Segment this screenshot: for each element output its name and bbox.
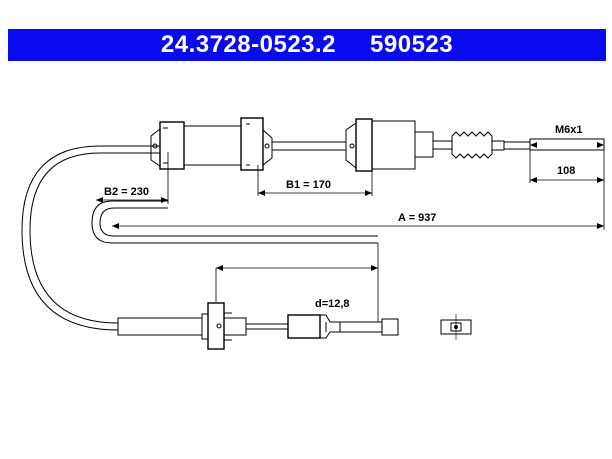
label-b2: B2 = 230 [104, 186, 149, 198]
cable-sheath-inner [29, 152, 160, 324]
dim-d [215, 243, 379, 322]
dim-b1 [257, 165, 373, 196]
inner-wire-loop-2 [99, 207, 378, 237]
label-b1: B1 = 170 [286, 179, 331, 191]
label-thread-length: 108 [557, 165, 575, 177]
lower-fitting [117, 302, 288, 350]
inner-wire-loop [91, 200, 378, 244]
arrowheads [96, 142, 604, 271]
label-d: d=12,8 [315, 298, 350, 310]
dim-108 [529, 150, 605, 183]
dim-b2 [96, 152, 169, 204]
lower-end-fitting [287, 314, 399, 339]
dim-a [112, 183, 605, 230]
end-view-symbol [440, 314, 472, 340]
cable-sheath [21, 145, 160, 331]
title-banner: 24.3728-0523.2 590523 [8, 29, 606, 61]
label-thread: M6x1 [555, 124, 583, 136]
upper-left-adjuster [150, 117, 273, 171]
label-a: A = 937 [398, 212, 436, 224]
threaded-end [433, 131, 605, 159]
part-number: 24.3728-0523.2 [160, 31, 337, 58]
reference-number: 590523 [370, 31, 454, 58]
upper-right-adjuster [345, 118, 434, 172]
